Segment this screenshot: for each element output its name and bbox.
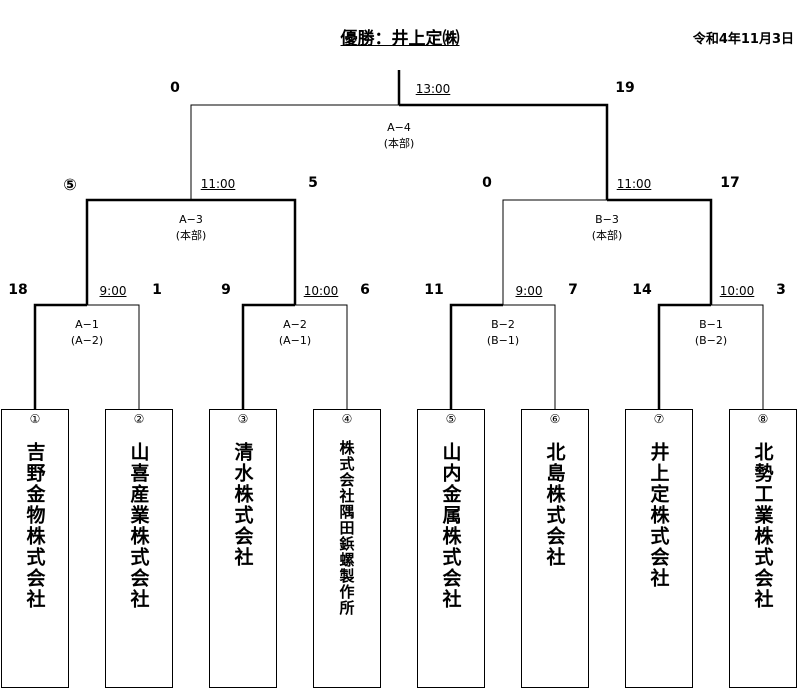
line-a2-left: [241, 303, 295, 409]
time-a1: 9:00: [99, 284, 127, 298]
time-b3: 11:00: [616, 177, 652, 191]
time-b1: 10:00: [719, 284, 755, 298]
match-label-b3: B−3 (本部): [592, 212, 623, 244]
match-venue-a1: (A−2): [70, 334, 104, 347]
score-a4-right: 19: [615, 80, 635, 96]
score-b3-left: 0: [482, 175, 492, 191]
match-label-b1: B−1 (B−2): [695, 317, 727, 349]
score-b1-right: 3: [776, 282, 786, 298]
match-venue-b1: (B−2): [694, 334, 728, 347]
match-label-a2: A−2 (A−1): [279, 317, 311, 349]
line-b3-left: [502, 199, 607, 305]
match-label-a3: A−3 (本部): [176, 212, 207, 244]
team-box-5: ⑤ 山内金属株式会社: [417, 409, 485, 688]
team-number: ⑧: [757, 412, 769, 426]
time-a2: 10:00: [303, 284, 339, 298]
team-number: ①: [29, 412, 41, 426]
time-a4: 13:00: [415, 82, 451, 96]
team-number: ⑦: [653, 412, 665, 426]
line-b1-left: [657, 303, 711, 409]
team-name: 山内金属株式会社: [439, 442, 462, 610]
score-b1-left: 14: [632, 282, 652, 298]
team-box-3: ③ 清水株式会社: [209, 409, 277, 688]
team-number: ⑤: [445, 412, 457, 426]
match-code-a4: A−4: [387, 121, 411, 134]
match-venue-a2: (A−1): [278, 334, 312, 347]
team-number: ②: [133, 412, 145, 426]
score-a1-left: 18: [8, 282, 28, 298]
line-a3-right: [191, 198, 297, 305]
team-box-8: ⑧ 北勢工業株式会社: [729, 409, 797, 688]
team-name: 清水株式会社: [231, 442, 254, 568]
score-b2-right: 7: [568, 282, 578, 298]
event-date: 令和4年11月3日: [692, 32, 794, 47]
team-name: 井上定株式会社: [647, 442, 670, 589]
match-code-a3: A−3: [179, 213, 203, 226]
match-code-b3: B−3: [595, 213, 619, 226]
score-b3-right: 17: [720, 175, 740, 191]
score-a4-left: 0: [170, 80, 180, 96]
team-box-7: ⑦ 井上定株式会社: [625, 409, 693, 688]
match-venue-b3: (本部): [591, 229, 623, 242]
score-b2-left: 11: [424, 282, 444, 298]
time-b2: 9:00: [515, 284, 543, 298]
team-name: 山喜産業株式会社: [127, 442, 150, 610]
line-b2-left: [449, 303, 503, 409]
team-name: 株式会社隅田鋲螺製作所: [337, 440, 356, 616]
score-a2-left: 9: [221, 282, 231, 298]
line-a1-left: [33, 303, 87, 409]
match-label-a4: A−4 (本部): [384, 120, 415, 152]
match-code-a2: A−2: [283, 318, 307, 331]
match-venue-a4: (本部): [383, 137, 415, 150]
line-a4-right: [399, 103, 609, 200]
score-a2-right: 6: [360, 282, 370, 298]
score-a3-left: ⑤: [63, 175, 77, 194]
team-number: ④: [341, 412, 353, 426]
score-a3-right: 5: [308, 175, 318, 191]
line-b1-right: [711, 304, 764, 409]
team-number: ⑥: [549, 412, 561, 426]
team-number: ③: [237, 412, 249, 426]
line-b3-right: [607, 198, 713, 305]
line-a4-left: [190, 104, 399, 200]
team-name: 北島株式会社: [543, 442, 566, 568]
team-box-1: ① 吉野金物株式会社: [1, 409, 69, 688]
match-code-b1: B−1: [699, 318, 723, 331]
score-a1-right: 1: [152, 282, 162, 298]
match-venue-b2: (B−1): [486, 334, 520, 347]
match-code-b2: B−2: [491, 318, 515, 331]
match-venue-a3: (本部): [175, 229, 207, 242]
line-a3-left: [85, 198, 191, 305]
team-box-2: ② 山喜産業株式会社: [105, 409, 173, 688]
time-a3: 11:00: [200, 177, 236, 191]
page-title: 優勝：井上定㈱: [340, 29, 460, 49]
match-code-a1: A−1: [75, 318, 99, 331]
match-label-a1: A−1 (A−2): [71, 317, 103, 349]
match-label-b2: B−2 (B−1): [487, 317, 519, 349]
line-a1-right: [87, 304, 140, 409]
team-box-6: ⑥ 北島株式会社: [521, 409, 589, 688]
line-a2-right: [295, 304, 348, 409]
team-box-4: ④ 株式会社隅田鋲螺製作所: [313, 409, 381, 688]
team-name: 吉野金物株式会社: [23, 442, 46, 610]
team-name: 北勢工業株式会社: [751, 442, 774, 610]
line-b2-right: [503, 304, 556, 409]
